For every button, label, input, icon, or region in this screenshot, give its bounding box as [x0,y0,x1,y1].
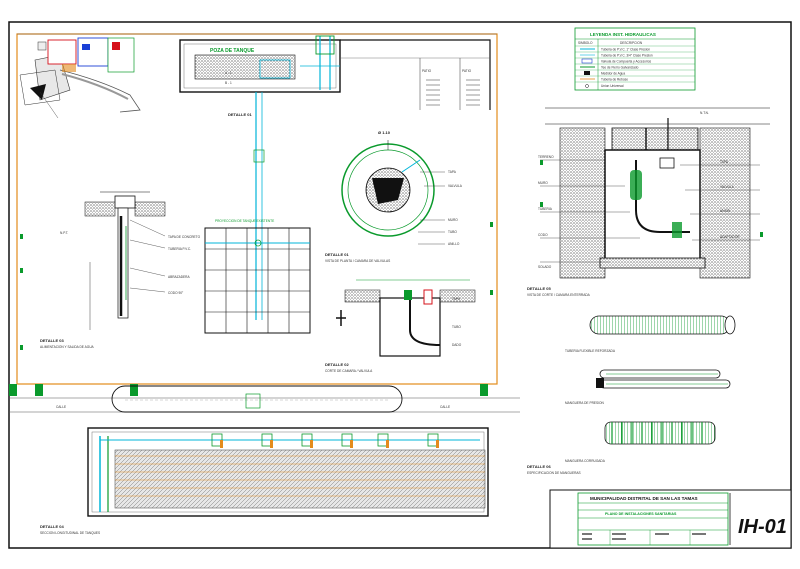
plan-name: PLANO DE INSTALACIONES SANITARIAS [605,512,677,516]
legend-row-3: Valvula de Compuerta y Accesorios [601,60,651,64]
svg-text:TAPA DE CONCRETO: TAPA DE CONCRETO [168,235,201,239]
svg-text:Ø 1.10: Ø 1.10 [378,130,391,135]
svg-text:N.T.N.: N.T.N. [700,111,709,115]
valve-chamber-plan: Ø 1.10 TAPA VALVULA MURO TUBO ANILLO DET… [325,130,463,263]
sheet-border [8,21,792,549]
svg-text:TUBO: TUBO [452,325,461,329]
legend-row-6: Tuberia de Rebose [601,78,628,82]
hose-3: MANGUERA CORRUGADA [565,421,716,463]
hose-3-label: MANGUERA CORRUGADA [565,459,606,463]
svg-text:TUBO: TUBO [448,230,457,234]
svg-text:ANILLO: ANILLO [448,242,460,246]
svg-text:CODO 90°: CODO 90° [168,291,184,295]
d03-subcaption: ALIMENTACION Y SALIDA DE AGUA [40,345,95,349]
svg-text:CALLE: CALLE [56,405,66,409]
legend-title: LEYENDA INST. HIDRAULICAS [590,32,656,37]
svg-text:TUBERIA P.V.C.: TUBERIA P.V.C. [168,247,191,251]
svg-text:DETALLE 01: DETALLE 01 [228,112,252,117]
detail-02: TAPA TUBO DADO DETALLE 02 CORTE DE CAMAR… [325,279,476,373]
svg-text:VALVULA: VALVULA [448,184,463,188]
legend-col-symbol: SIMBOLO [578,41,593,45]
d05-caption: DETALLE 05 [527,286,551,291]
legend-col-desc: DESCRIPCION [620,41,643,45]
svg-text:CODO: CODO [538,233,548,237]
tank-plan: POZA DE TANQUE A - 1 B - 1 [179,35,341,93]
legend-row-4: Tee de Fierro Galvanizado [601,66,639,70]
svg-text:ADAPTADOR: ADAPTADOR [720,235,740,239]
d04-subcaption: SECCION LONGITUDINAL DE TANQUES [40,531,100,535]
hose-2-label: MANGUERA DE PRESION [565,401,604,405]
detail-04-section: DETALLE 04 SECCION LONGITUDINAL DE TANQU… [40,427,489,535]
d02-subcaption: CORTE DE CAMARA / VALVULA [325,369,373,373]
supply-pipe: DETALLE 01 [228,92,265,320]
svg-text:PROYECCION DE TANQUE EXISTENTE: PROYECCION DE TANQUE EXISTENTE [215,219,274,223]
slab-grid: PROYECCION DE TANQUE EXISTENTE [204,219,311,334]
svg-text:VALVULA: VALVULA [720,185,735,189]
svg-text:MURO: MURO [538,181,548,185]
svg-text:N.P.T.: N.P.T. [60,231,68,235]
hose-1-label: TUBERIA FLEXIBLE REFORZADA [565,349,616,353]
title-block: MUNICIPALIDAD DISTRITAL DE SAN LAS TAMAS… [549,489,792,549]
d06-subcaption: ESPECIFICACION DE MANGUERAS [527,471,581,475]
svg-text:TAPA: TAPA [720,160,729,164]
svg-text:ABRAZADERA: ABRAZADERA [168,275,190,279]
d03-caption: DETALLE 03 [40,338,64,343]
d04-caption: DETALLE 04 [40,524,64,529]
legend-row-5: Medidor de Agua [601,72,625,76]
svg-text:A - 1: A - 1 [225,71,232,75]
sheet-code: IH-01 [738,516,787,538]
hose-1: TUBERIA FLEXIBLE REFORZADA [565,315,736,353]
legend-row-2: Tuberia de P.V.C. 3/4" Clase Presion [601,54,653,58]
detail-03: TAPA DE CONCRETO TUBERIA P.V.C. ABRAZADE… [40,191,201,349]
key-plan [19,37,141,119]
building-outline: PATIO PATIO [340,39,491,110]
svg-text:UNION: UNION [720,209,731,213]
hose-2: MANGUERA DE PRESION [565,369,731,405]
legend-row-1: Tuberia de P.V.C. 1" Clase Presion [601,48,650,52]
room-b-label: PATIO [462,69,472,73]
municipality-name: MUNICIPALIDAD DISTRITAL DE SAN LAS TAMAS [590,496,698,501]
svg-text:MURO: MURO [448,218,458,222]
svg-text:TAPA: TAPA [452,297,461,301]
d01-subcaption: VISTA DE PLANTA / CAMARA DE VALVULAS [325,259,390,263]
svg-text:B - 1: B - 1 [225,81,232,85]
detail-05-section: TERRENO MURO TUBERIA CODO SOLADO TAPA VA… [527,107,770,297]
tank-title: POZA DE TANQUE [210,48,255,54]
svg-text:TERRENO: TERRENO [538,155,554,159]
site-plan: POZA DE TANQUE A - 1 B - 1 PATIO [16,33,498,385]
road-strip: CALLE CALLE [9,384,520,413]
svg-text:SOLADO: SOLADO [538,265,552,269]
d05-subcaption: VISTA DE CORTE / CAMARA ENTERRADA [527,293,591,297]
detail-06-hoses: TUBERIA FLEXIBLE REFORZADA MANGUERA DE P… [527,315,736,475]
d06-caption: DETALLE 06 [527,464,551,469]
legend: LEYENDA INST. HIDRAULICAS SIMBOLO DESCRI… [574,27,696,91]
legend-row-7: Union Universal [601,84,624,88]
svg-text:CALLE: CALLE [440,405,450,409]
d02-caption: DETALLE 02 [325,362,349,367]
svg-text:TUBERIA: TUBERIA [538,207,553,211]
d01-caption: DETALLE 01 [325,252,349,257]
svg-text:DADO: DADO [452,343,462,347]
room-a-label: PATIO [422,69,432,73]
svg-text:TAPA: TAPA [448,170,457,174]
